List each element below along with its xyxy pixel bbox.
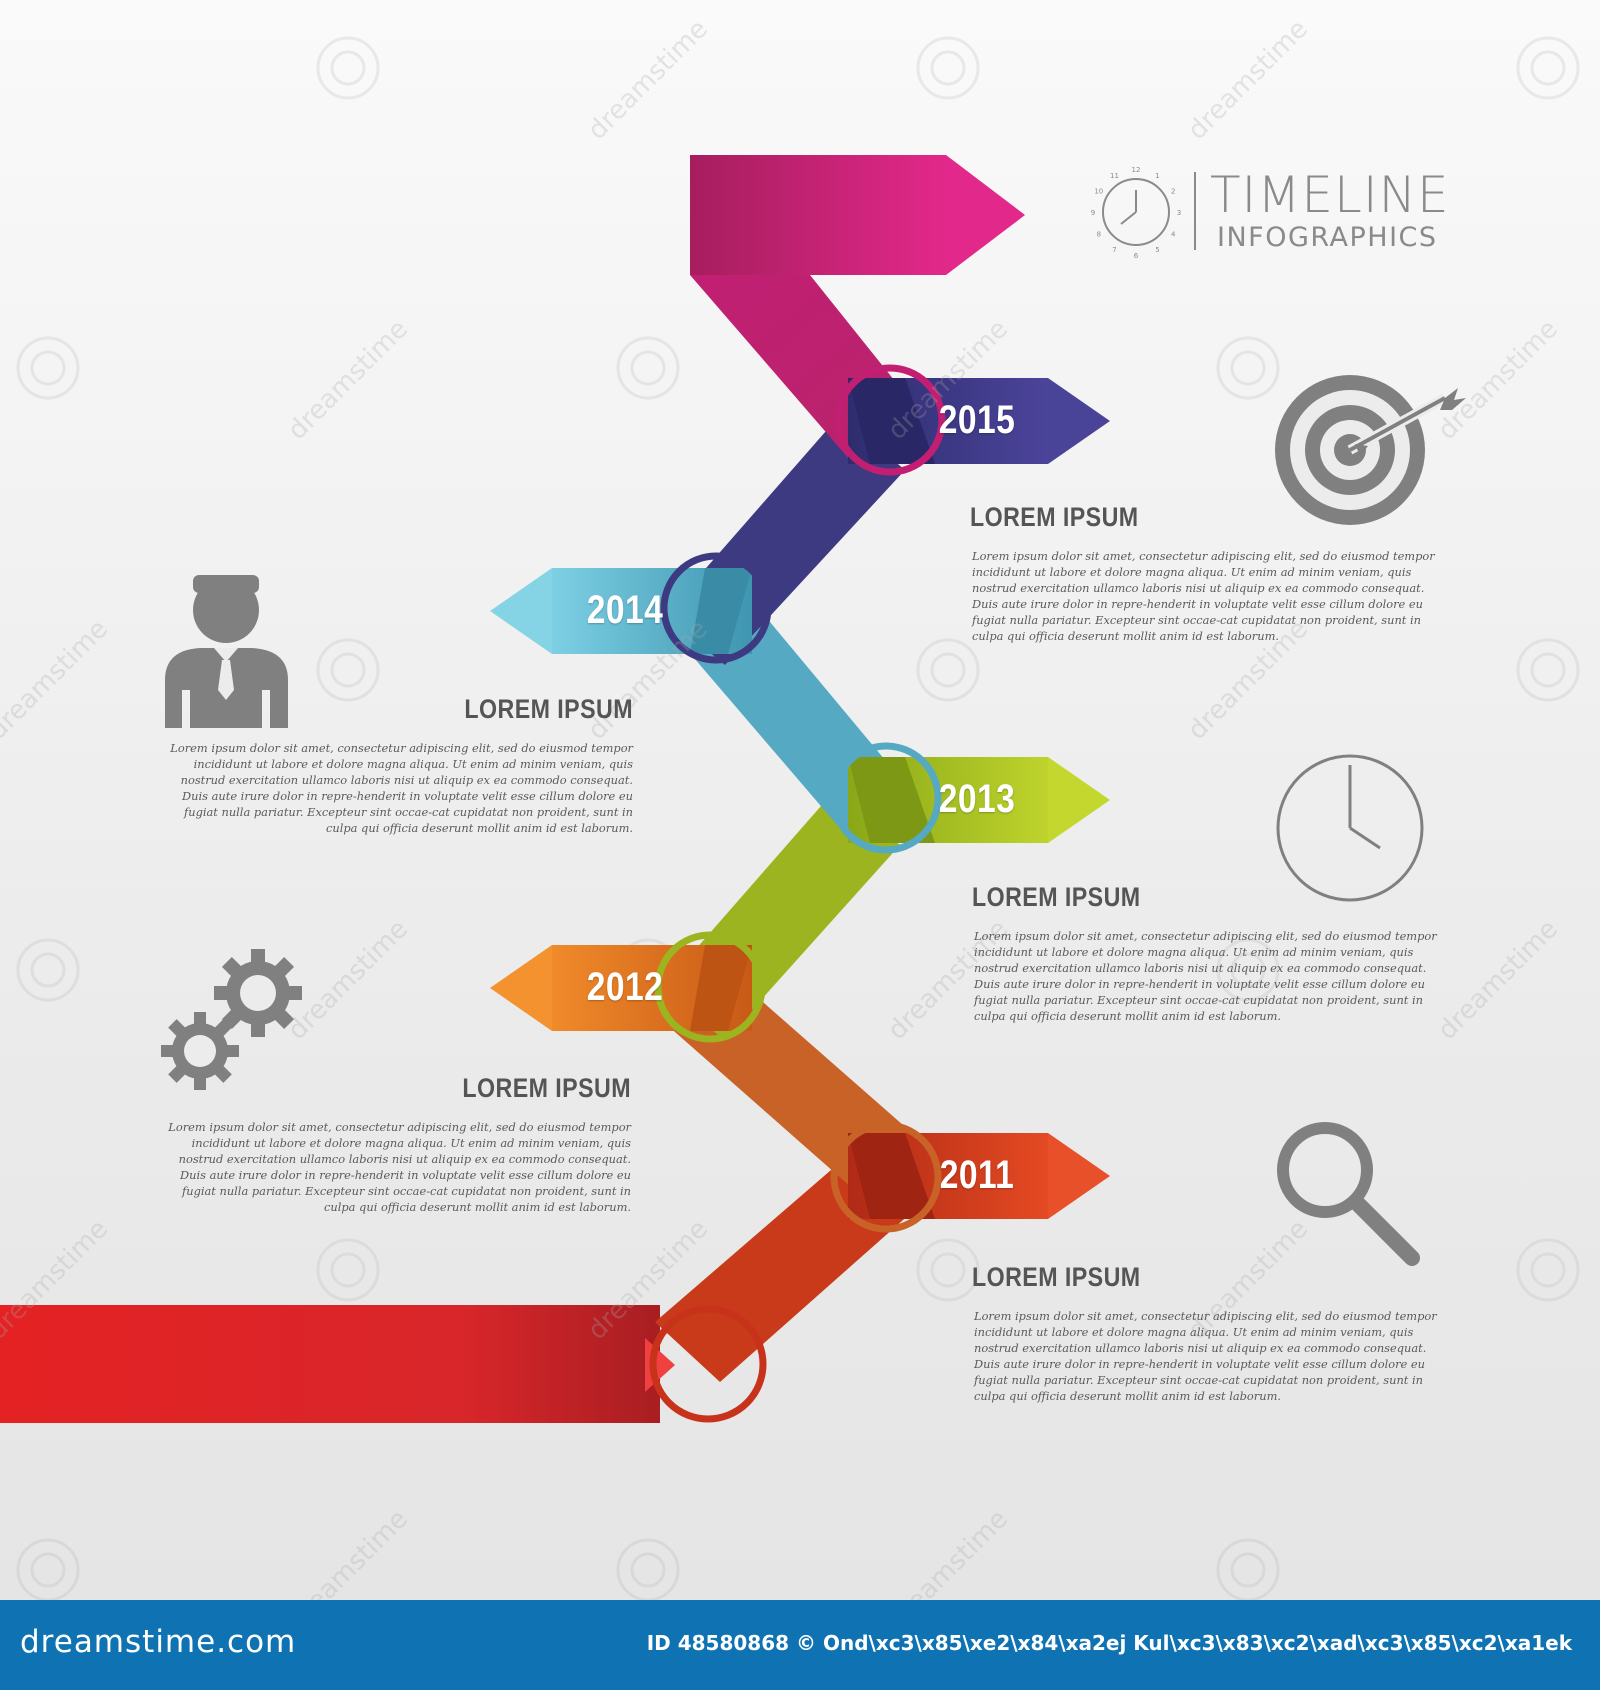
watermark-spirals — [16, 36, 1580, 1600]
clock-number: 8 — [1097, 231, 1101, 239]
ring-2014 — [660, 552, 772, 664]
person-icon — [165, 575, 288, 728]
milestone-heading: LOREM IPSUM — [972, 1262, 1141, 1292]
footer-image-id: ID 48580868 © Ond\xc3\x85\xe2\x84\xa2ej … — [646, 1631, 1572, 1655]
milestone-heading: LOREM IPSUM — [462, 1073, 631, 1103]
banner-2012 — [490, 945, 752, 1031]
year-label-2011: 2011 — [939, 1153, 1015, 1197]
ring-2011 — [830, 1121, 942, 1233]
clock-number: 6 — [1134, 252, 1139, 260]
milestone-heading: LOREM IPSUM — [972, 882, 1141, 912]
milestone-description: Lorem ipsum dolor sit amet, consectetur … — [974, 1309, 1437, 1403]
clock-number: 9 — [1091, 209, 1095, 217]
ring-2013 — [830, 742, 942, 854]
title-subtitle: INFOGRAPHICS — [1217, 222, 1438, 253]
clock-number: 3 — [1177, 209, 1181, 217]
clock-number: 11 — [1110, 172, 1119, 180]
target-icon — [1275, 375, 1466, 525]
title-main: TIMELINE — [1210, 166, 1450, 224]
bottom-ribbon — [0, 1305, 660, 1423]
year-label-2015: 2015 — [938, 398, 1016, 442]
footer-logo[interactable]: dreamstime.com — [20, 1624, 297, 1660]
milestone-heading: LOREM IPSUM — [970, 502, 1139, 532]
clock-number: 10 — [1094, 188, 1103, 196]
clock-icon — [1102, 178, 1170, 246]
year-label-2013: 2013 — [938, 777, 1016, 821]
clock-number: 4 — [1171, 231, 1176, 239]
footer-bar: dreamstime.com ID 48580868 © Ond\xc3\x85… — [0, 1600, 1600, 1690]
clock-number: 12 — [1132, 166, 1141, 174]
banner-2014 — [490, 568, 752, 654]
ring-bottom — [649, 1305, 767, 1423]
top-ribbon — [690, 155, 946, 275]
milestone-description: Lorem ipsum dolor sit amet, consectetur … — [972, 549, 1435, 643]
milestone-description: Lorem ipsum dolor sit amet, consectetur … — [974, 929, 1437, 1023]
magnifier-icon — [1277, 1122, 1420, 1266]
milestone-description: Lorem ipsum dolor sit amet, consectetur … — [170, 741, 633, 835]
milestone-heading: LOREM IPSUM — [464, 694, 633, 724]
banner-2015 — [848, 378, 1110, 464]
clock-number: 2 — [1171, 188, 1175, 196]
clock-number: 7 — [1112, 246, 1116, 254]
clock-icon — [1276, 754, 1424, 902]
clock-number: 5 — [1155, 246, 1159, 254]
gears-icon — [161, 949, 302, 1090]
year-label-2012: 2012 — [586, 965, 664, 1009]
clock-number: 1 — [1155, 172, 1159, 180]
year-label-2014: 2014 — [586, 588, 664, 632]
milestone-description: Lorem ipsum dolor sit amet, consectetur … — [168, 1120, 631, 1214]
banner-2011 — [848, 1133, 1110, 1219]
ring-2015 — [834, 364, 946, 476]
ring-2012 — [654, 931, 766, 1043]
banner-2013 — [848, 757, 1110, 843]
